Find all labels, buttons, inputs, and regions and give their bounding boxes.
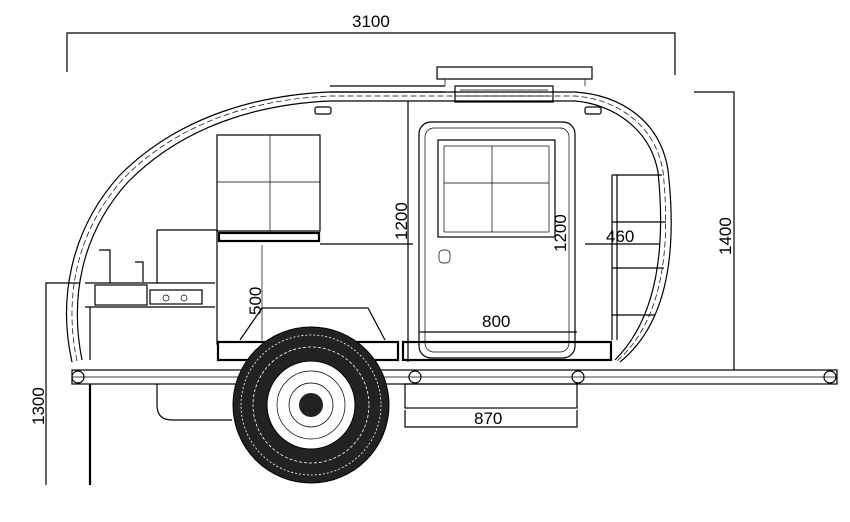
galley-stove (85, 249, 215, 360)
dim-label-500: 500 (246, 287, 265, 315)
dim-label-3100: 3100 (352, 12, 390, 31)
dimension-overall-length: 3100 (66, 12, 676, 75)
marker-light-rear (584, 106, 602, 115)
rear-shelving (585, 174, 666, 340)
chassis-frame (71, 307, 838, 485)
wheel (232, 326, 390, 484)
front-cabinet (156, 134, 413, 345)
door-handle-icon (438, 249, 451, 264)
dim-label-1400: 1400 (716, 217, 735, 255)
dim-label-800: 800 (482, 312, 510, 331)
trailer-body-shell (65, 91, 672, 363)
dim-label-1200-cabinet: 1200 (392, 202, 411, 240)
dim-label-460: 460 (606, 227, 634, 246)
dim-label-1300: 1300 (29, 387, 48, 425)
dim-label-1200-door: 1200 (551, 214, 570, 252)
dim-label-870: 870 (474, 409, 502, 428)
dimension-step-width: 870 (404, 409, 578, 428)
side-door (418, 121, 577, 359)
roof-vent (330, 66, 593, 103)
marker-light-front (314, 106, 332, 115)
dimension-overall-height: 1400 (694, 91, 735, 370)
